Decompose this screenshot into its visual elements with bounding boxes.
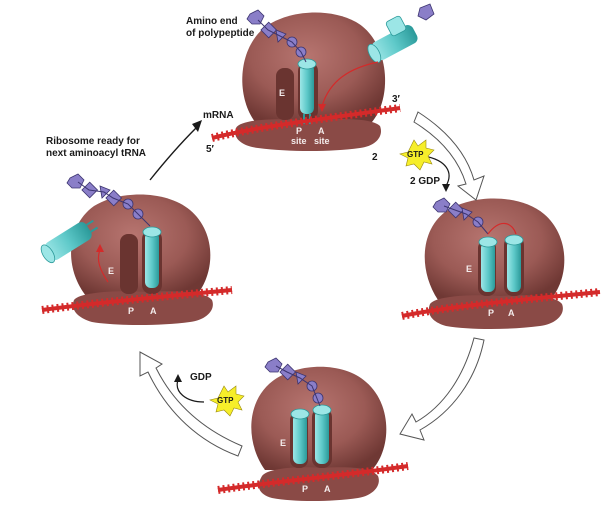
- mrna-bottom: [217, 462, 409, 494]
- mrna-label: mRNA: [203, 110, 234, 121]
- two-label: 2: [372, 152, 378, 163]
- ribosome-ready-label-line1: Ribosome ready for: [46, 136, 140, 147]
- gtp-hydrolysis-arrow-right: [423, 155, 450, 187]
- cycle-arrow-bottom-right: [399, 337, 485, 441]
- trna-p-site-bottom: [312, 404, 332, 464]
- trna-exiting: [40, 219, 99, 264]
- gtp-burst-right: [399, 139, 435, 171]
- cycle-arrow-bottom-left: [139, 351, 243, 457]
- a-site-label-right: A: [508, 308, 515, 318]
- trna-p-site: [297, 58, 317, 124]
- p-site-word-top: site: [291, 136, 307, 146]
- arrow-into-a-site: [321, 61, 379, 107]
- ribosome-left: [40, 173, 233, 325]
- a-site-label-left: A: [150, 306, 157, 316]
- trna-e-site-bottom: [290, 408, 310, 464]
- mrna-left: [41, 286, 233, 314]
- ribosome-top: [211, 3, 435, 151]
- small-subunit: [235, 118, 382, 151]
- mrna-top: [211, 104, 401, 142]
- amino-end-label-line1: Amino end: [186, 16, 238, 27]
- arrow-out-e-site: [97, 249, 109, 283]
- large-subunit: [71, 194, 211, 296]
- e-site-label-top: E: [279, 88, 286, 98]
- e-site-label-bottom: E: [280, 438, 287, 448]
- e-site-label-left: E: [108, 266, 115, 276]
- a-site-word-top: site: [314, 136, 330, 146]
- ribosome-ready-label-line2: next aminoacyl tRNA: [46, 148, 147, 159]
- cycle-arrow-top-left: [149, 120, 202, 181]
- a-site-label-top: A: [318, 126, 325, 136]
- ribosome-right: [401, 197, 601, 329]
- mrna-right: [401, 288, 601, 320]
- p-site-label-top: P: [296, 126, 303, 136]
- trna-p-site-left: [142, 226, 162, 288]
- gtp-label-right: GTP: [407, 150, 424, 159]
- amino-end-label-line2: of polypeptide: [186, 28, 255, 39]
- a-site-label-bottom: A: [324, 484, 331, 494]
- p-site-label-bottom: P: [302, 484, 309, 494]
- cycle-arrow-top-right: [413, 111, 485, 201]
- gtp-hydrolysis-arrow-left: [176, 379, 205, 403]
- p-site-label-right: P: [488, 308, 495, 318]
- five-prime-label: 5′: [206, 144, 214, 155]
- gdp-label: GDP: [190, 372, 212, 383]
- trna-a-site-right: [504, 234, 524, 292]
- gtp-label-left: GTP: [217, 396, 234, 405]
- two-gdp-label: 2 GDP: [410, 176, 441, 187]
- three-prime-label: 3′: [392, 94, 400, 105]
- p-site-label-left: P: [128, 306, 135, 316]
- incoming-amino-acid: [417, 3, 435, 21]
- trna-incoming: [367, 15, 418, 63]
- ribosome-bottom: [217, 357, 409, 501]
- gtp-burst-left: [209, 385, 245, 417]
- e-site-label-right: E: [466, 264, 473, 274]
- trna-p-site-right: [478, 236, 498, 292]
